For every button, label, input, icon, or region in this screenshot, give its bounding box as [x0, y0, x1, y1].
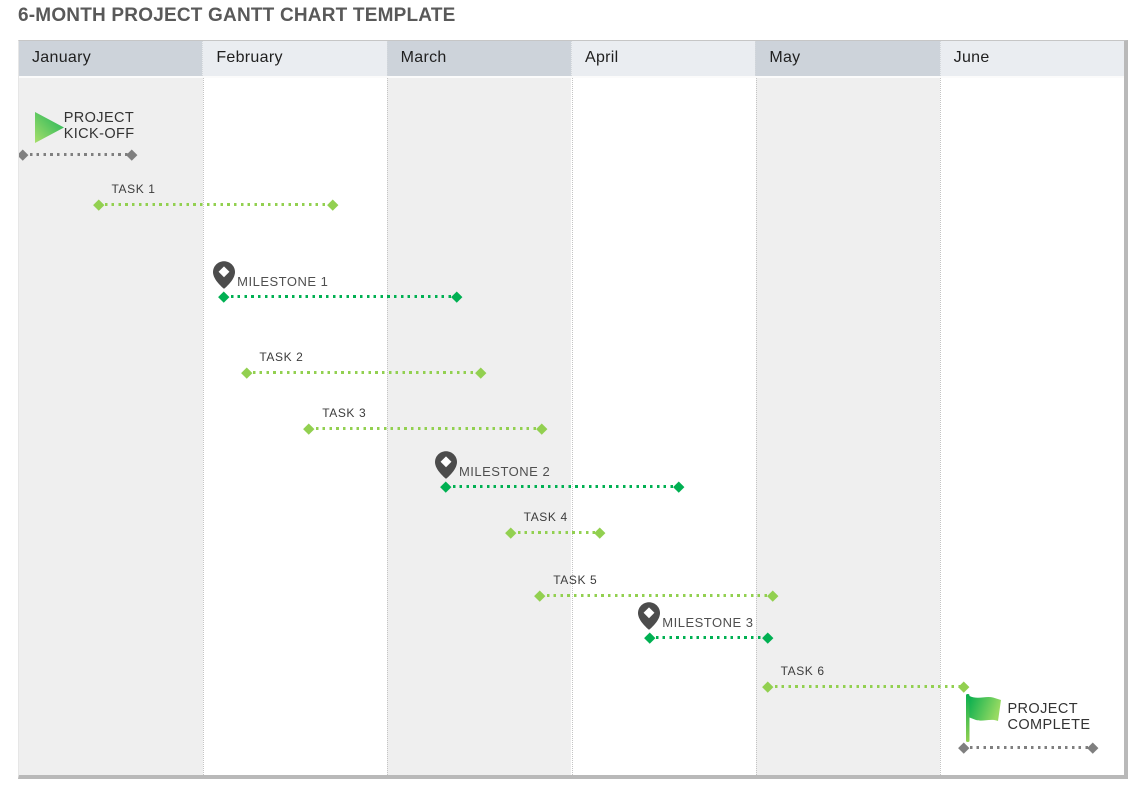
task-4-dotted-bar: [510, 531, 600, 534]
milestone-3-dotted-bar: [649, 636, 768, 639]
kickoff-triangle-icon: [34, 112, 64, 143]
project-complete-start-diamond: [958, 742, 969, 753]
milestone-2-start-diamond: [440, 481, 452, 492]
project-kickoff-end-diamond: [126, 149, 138, 160]
milestone-pin-icon: [213, 261, 236, 289]
milestone-1-start-diamond: [218, 291, 230, 302]
project-complete-dotted-bar: [963, 746, 1093, 749]
month-header-april: April: [570, 41, 756, 76]
column-stripe-may: [755, 78, 940, 775]
project-complete-end-diamond: [1087, 742, 1099, 753]
task-2-start-diamond: [241, 367, 252, 378]
task-1-dotted-bar: [98, 203, 334, 206]
task-4-end-diamond: [594, 527, 605, 538]
milestone-3-end-diamond: [762, 632, 773, 643]
task-3-start-diamond: [303, 423, 315, 434]
task-1-end-diamond: [327, 199, 339, 210]
task-2-dotted-bar: [246, 371, 482, 374]
milestone-1-end-diamond: [451, 291, 463, 302]
task-6-label: TASK 6: [780, 664, 825, 678]
page-title: 6-MONTH PROJECT GANTT CHART TEMPLATE: [18, 5, 456, 26]
task-5-start-diamond: [534, 590, 546, 601]
task-5-end-diamond: [767, 590, 779, 601]
month-header-january: January: [19, 41, 203, 76]
milestone-2-label: MILESTONE 2: [458, 464, 551, 479]
milestone-2-end-diamond: [673, 481, 685, 492]
task-1-start-diamond: [93, 199, 104, 210]
month-header-february: February: [202, 41, 387, 76]
gantt-table: January February March April May June PR…: [18, 40, 1128, 779]
column-stripe-january: [19, 78, 204, 775]
month-header-june: June: [939, 41, 1124, 76]
task-4-start-diamond: [505, 527, 516, 538]
task-5-label: TASK 5: [553, 573, 598, 587]
task-2-label: TASK 2: [259, 350, 304, 364]
month-header-row: January February March April May June: [19, 41, 1124, 78]
milestone-1-dotted-bar: [224, 295, 458, 298]
column-stripe-june: [939, 78, 1124, 775]
task-6-end-diamond: [958, 681, 969, 692]
milestone-3-label: MILESTONE 3: [662, 615, 754, 630]
project-kickoff-start-diamond: [19, 149, 29, 160]
task-1-label: TASK 1: [111, 182, 156, 196]
milestone-1-label: MILESTONE 1: [237, 274, 329, 289]
milestone-pin-icon: [434, 451, 457, 479]
month-header-march: March: [386, 41, 571, 76]
month-header-may: May: [755, 41, 940, 76]
project-complete-flag-icon: [966, 694, 1002, 742]
task-2-end-diamond: [475, 367, 487, 378]
task-6-dotted-bar: [767, 685, 964, 688]
column-stripe-february: [203, 78, 388, 775]
milestone-2-dotted-bar: [445, 485, 679, 488]
column-stripe-april: [571, 78, 756, 775]
task-5-dotted-bar: [540, 594, 774, 597]
project-kickoff-dotted-bar: [22, 153, 132, 156]
task-6-start-diamond: [762, 681, 773, 692]
milestone-pin-icon: [638, 602, 661, 630]
task-4-label: TASK 4: [523, 510, 568, 524]
task-3-dotted-bar: [309, 427, 543, 430]
task-3-label: TASK 3: [322, 406, 367, 420]
milestone-3-start-diamond: [643, 632, 655, 643]
task-3-end-diamond: [536, 423, 548, 434]
